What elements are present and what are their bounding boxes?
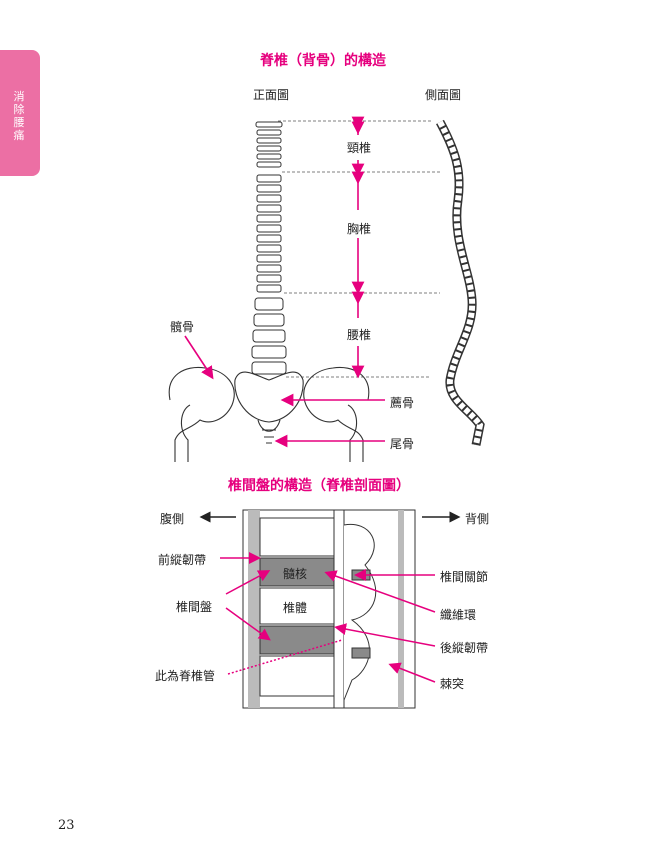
label-anterior-ligament: 前縱韌帶	[158, 553, 207, 567]
label-lumbar: 腰椎	[347, 328, 372, 342]
label-annulus: 纖維環	[440, 608, 477, 622]
label-disc: 椎間盤	[176, 600, 213, 614]
label-sacrum: 薦骨	[390, 396, 415, 410]
label-facet-joint: 椎間關節	[440, 570, 489, 584]
label-posterior-ligament: 後縱韌帶	[440, 641, 489, 655]
cross-section	[242, 509, 416, 709]
pelvis	[168, 366, 370, 462]
section1-title: 脊椎（背骨）的構造	[260, 53, 386, 69]
label-coccyx: 尾骨	[390, 437, 415, 451]
label-thoracic: 胸椎	[347, 222, 372, 236]
side-view-label: 側面圖	[425, 88, 462, 102]
section2-title: 椎間盤的構造（脊椎剖面圖）	[228, 478, 410, 494]
region-arrows	[184, 116, 385, 448]
side-tab-label: 消除腰痛	[13, 90, 25, 142]
front-view-label: 正面圖	[253, 88, 290, 102]
cross-section-arrows	[220, 552, 436, 683]
label-vertebral-body: 椎體	[283, 601, 308, 615]
front-spine	[251, 121, 287, 375]
side-tab: 消除腰痛	[0, 50, 40, 176]
label-dorsal: 背側	[465, 512, 490, 526]
label-spinous-process: 棘突	[440, 677, 465, 691]
label-ventral: 腹側	[160, 512, 185, 526]
label-cervical: 頸椎	[347, 141, 372, 155]
label-canal: 此為脊椎管	[155, 669, 216, 683]
label-ilium: 髖骨	[170, 320, 195, 334]
label-nucleus: 髓核	[283, 567, 308, 581]
page-number: 23	[58, 818, 75, 833]
